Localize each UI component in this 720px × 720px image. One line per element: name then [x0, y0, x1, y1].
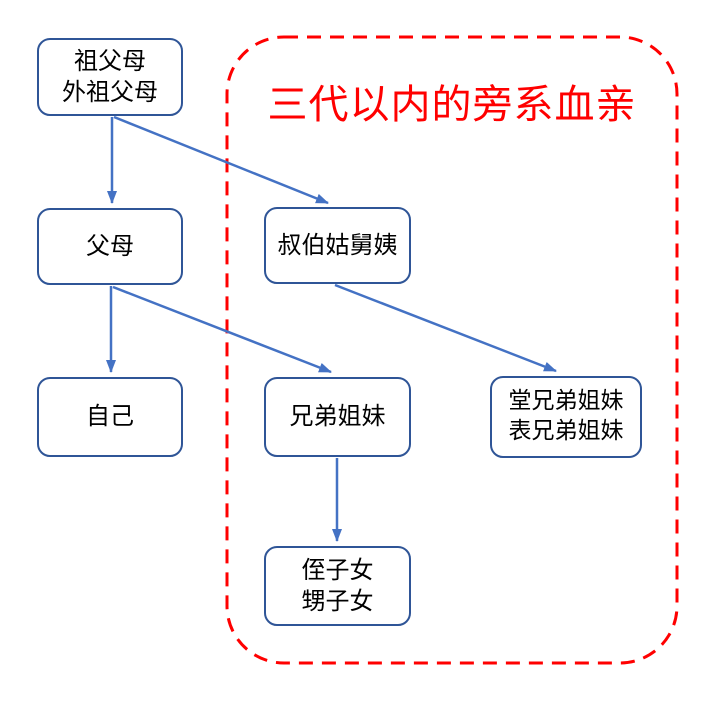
node-uncles-aunts: 叔伯姑舅姨 — [264, 207, 411, 284]
node-uncles-aunts-label: 叔伯姑舅姨 — [277, 230, 398, 259]
node-grandparents-line-1: 祖父母 — [74, 46, 146, 75]
edge-parents-siblings — [112, 285, 332, 374]
node-nephews-nieces-line-1: 侄子女 — [301, 555, 374, 584]
node-cousins-line-1: 堂兄弟姐妹 — [508, 388, 624, 415]
node-grandparents: 祖父母 外祖父母 — [37, 38, 183, 116]
node-siblings: 兄弟姐妹 — [264, 377, 411, 457]
node-parents-label: 父母 — [86, 231, 134, 260]
node-nephews-nieces: 侄子女 甥子女 — [264, 546, 411, 626]
node-cousins: 堂兄弟姐妹 表兄弟姐妹 — [490, 376, 642, 458]
node-self-label: 自己 — [86, 402, 134, 431]
collateral-group-frame — [225, 35, 679, 665]
node-nephews-nieces-line-2: 甥子女 — [301, 587, 374, 615]
node-parents: 父母 — [37, 208, 183, 285]
frame-title: 三代以内的旁系血亲 — [267, 82, 637, 128]
node-siblings-label: 兄弟姐妹 — [289, 402, 386, 431]
edge-uncles-aunts-cousins — [334, 283, 557, 373]
node-cousins-line-2: 表兄弟姐妹 — [508, 418, 624, 444]
edge-grandparents-uncles-aunts — [113, 115, 329, 205]
node-self: 自己 — [37, 377, 183, 457]
node-grandparents-line-2: 外祖父母 — [62, 78, 158, 106]
